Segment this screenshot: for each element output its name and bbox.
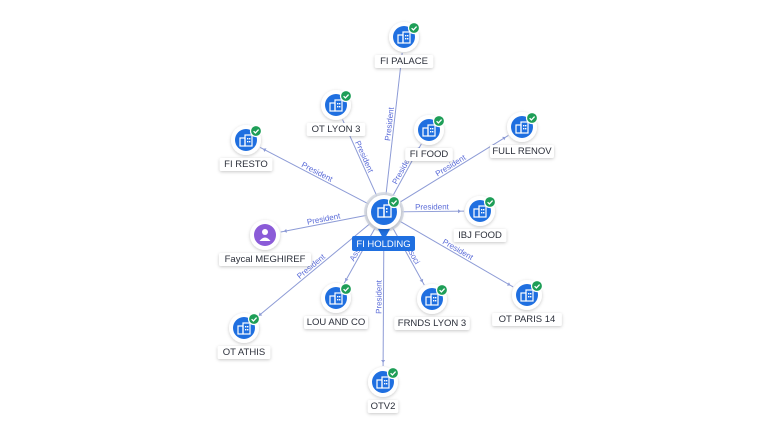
node-ot-paris-14[interactable]: OT PARIS 14 (492, 279, 562, 326)
node-label: IBJ FOOD (458, 230, 502, 241)
edge-label: President (300, 160, 335, 184)
check-badge-icon (530, 279, 544, 293)
center-node-label: FI HOLDING (356, 239, 410, 250)
node-full-renov[interactable]: FULL RENOV (490, 111, 554, 158)
check-badge-icon (247, 312, 261, 326)
node-label: OT PARIS 14 (499, 314, 556, 325)
node-label: Faycal MEGHIREF (225, 254, 306, 265)
edge-label: President (415, 202, 450, 211)
check-badge-icon (387, 195, 401, 209)
node-label: FI RESTO (224, 159, 268, 170)
node-fi-resto[interactable]: FI RESTO (219, 124, 273, 171)
building-icon (520, 289, 534, 302)
node-label: OTV2 (371, 401, 396, 412)
check-badge-icon (525, 111, 539, 125)
building-icon (329, 99, 343, 112)
node-frnds-lyon-3[interactable]: FRNDS LYON 3 (394, 283, 470, 330)
node-ibj-food[interactable]: IBJ FOOD (453, 195, 507, 242)
building-icon (329, 292, 343, 305)
edge-ibj-food: President (401, 202, 465, 214)
node-label: FI FOOD (410, 149, 449, 160)
nodes-layer: FI PALACE OT LYON 3 FI FOOD FULL RENOV FI RE… (217, 21, 562, 413)
edge-label: President (383, 106, 396, 141)
node-fi-palace[interactable]: FI PALACE (374, 21, 434, 68)
node-label: FRNDS LYON 3 (398, 318, 466, 329)
node-otv2[interactable]: OTV2 (367, 366, 400, 413)
building-icon (377, 204, 392, 218)
edge-fi-resto: President (259, 146, 369, 205)
node-faycal-meghiref[interactable]: Faycal MEGHIREF (219, 220, 311, 266)
node-label: FI PALACE (380, 56, 428, 67)
edge-label: President (374, 279, 383, 314)
check-badge-icon (249, 124, 263, 138)
node-label: OT LYON 3 (312, 124, 361, 135)
building-icon (397, 31, 411, 44)
check-badge-icon (432, 114, 446, 128)
building-icon (237, 322, 251, 335)
building-icon (515, 121, 529, 134)
check-badge-icon (386, 366, 400, 380)
building-icon (422, 124, 436, 137)
building-icon (239, 134, 253, 147)
check-badge-icon (435, 283, 449, 297)
node-label: LOU AND CO (307, 317, 366, 328)
edge-faycal-meghiref: President (280, 211, 367, 233)
node-label: FULL RENOV (492, 146, 552, 157)
edge-otv2: President (374, 229, 386, 367)
building-icon (473, 205, 487, 218)
check-badge-icon (483, 195, 497, 209)
building-icon (376, 376, 390, 389)
edge-label: President (353, 139, 375, 174)
check-badge-icon (339, 89, 353, 103)
edge-label: President (306, 211, 342, 226)
building-icon (425, 293, 439, 306)
node-label: OT ATHIS (223, 347, 265, 358)
node-lou-and-co[interactable]: LOU AND CO (304, 282, 368, 329)
check-badge-icon (407, 21, 421, 35)
node-ot-athis[interactable]: OT ATHIS (217, 312, 271, 359)
person-icon (259, 229, 271, 241)
check-badge-icon (339, 282, 353, 296)
center-node-fi-holding[interactable]: FI HOLDING (352, 192, 415, 251)
node-fi-food[interactable]: FI FOOD (405, 114, 453, 161)
node-ot-lyon-3[interactable]: OT LYON 3 (306, 89, 366, 136)
